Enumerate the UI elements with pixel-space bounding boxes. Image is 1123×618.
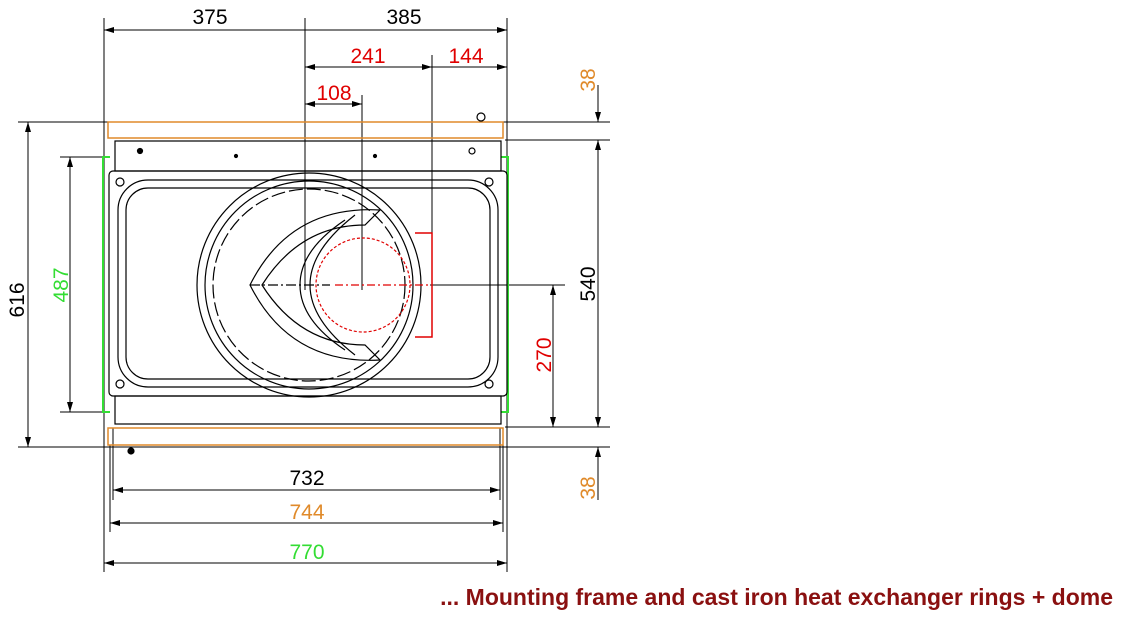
dome-outline bbox=[315, 232, 433, 338]
dim-241: 241 bbox=[350, 45, 385, 68]
dim-770: 770 bbox=[289, 541, 324, 564]
orange-mounting-frame bbox=[107, 121, 504, 446]
caption: ... Mounting frame and cast iron heat ex… bbox=[440, 584, 1113, 610]
dim-375: 375 bbox=[192, 6, 227, 29]
dim-732: 732 bbox=[289, 467, 324, 490]
dim-270: 270 bbox=[533, 337, 556, 372]
green-frame bbox=[102, 156, 509, 413]
dim-144: 144 bbox=[448, 45, 483, 68]
dim-38-top: 38 bbox=[577, 68, 600, 91]
dim-616: 616 bbox=[6, 282, 29, 317]
dim-487: 487 bbox=[50, 267, 73, 302]
dimension-lines bbox=[25, 27, 601, 566]
dim-540: 540 bbox=[577, 266, 600, 301]
dim-385: 385 bbox=[386, 6, 421, 29]
dim-108: 108 bbox=[316, 82, 351, 105]
heat-exchanger-body bbox=[108, 112, 508, 455]
dim-744: 744 bbox=[289, 501, 324, 524]
dim-38-bottom: 38 bbox=[577, 476, 600, 499]
